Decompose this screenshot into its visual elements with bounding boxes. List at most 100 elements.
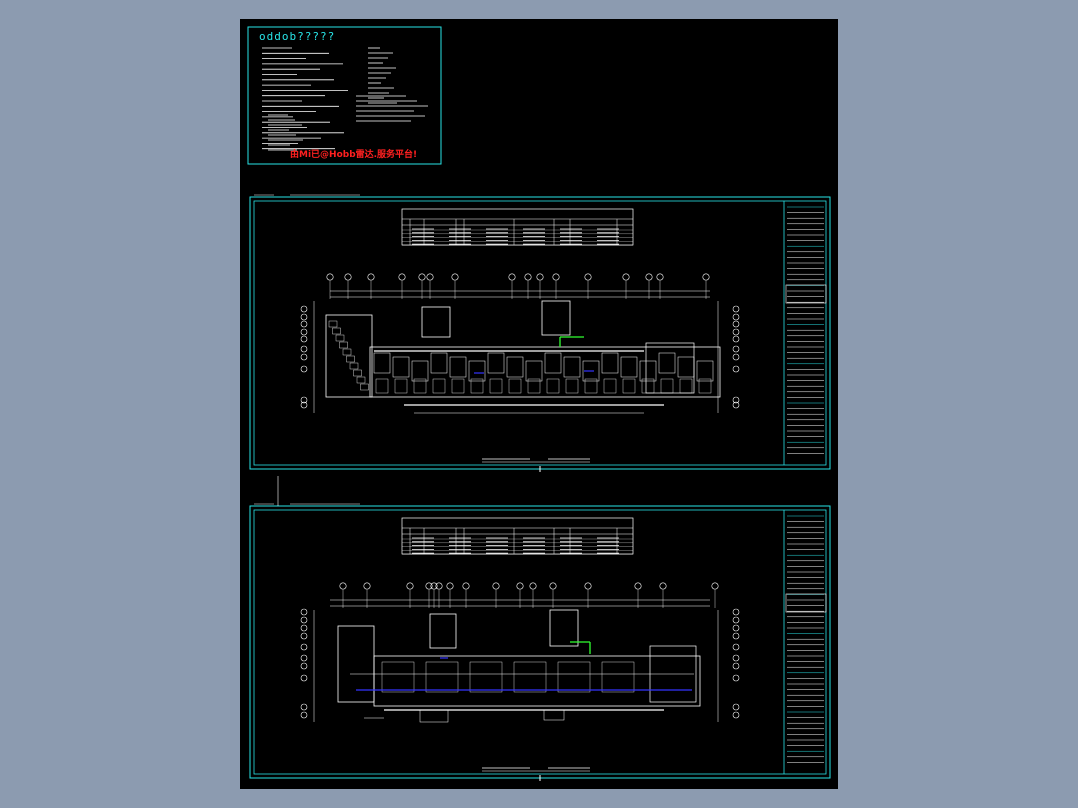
room <box>513 661 547 693</box>
fixture <box>335 334 345 342</box>
axis-bubble-top <box>645 273 653 281</box>
axis-bubble-right <box>732 711 740 719</box>
axis-bubble-left <box>300 703 308 711</box>
axis-bubble-left <box>300 662 308 670</box>
axis-bubble-top <box>656 273 664 281</box>
fixture <box>346 355 355 363</box>
axis-bubble-top <box>516 582 524 590</box>
sheet-outer-frame <box>249 196 831 470</box>
room <box>546 378 560 394</box>
plan-corridor-wall <box>369 346 721 398</box>
fixture <box>349 362 359 370</box>
axis-bubble-top <box>339 582 347 590</box>
room <box>373 352 391 374</box>
axis-bubble-left <box>300 313 308 321</box>
room <box>508 378 522 394</box>
axis-bubble-top <box>524 273 532 281</box>
room <box>660 378 674 394</box>
axis-bubble-top <box>659 582 667 590</box>
room <box>394 378 408 394</box>
axis-bubble-right <box>732 353 740 361</box>
room <box>470 378 484 394</box>
axis-bubble-left <box>300 654 308 662</box>
axis-bubble-right <box>732 662 740 670</box>
axis-bubble-top <box>552 273 560 281</box>
bay-window <box>419 709 449 723</box>
room <box>557 661 591 693</box>
axis-bubble-left <box>300 608 308 616</box>
room <box>469 661 503 693</box>
axis-bubble-left <box>300 401 308 409</box>
room <box>432 378 446 394</box>
axis-bubble-top <box>508 273 516 281</box>
sheet-outer-frame <box>249 505 831 779</box>
fixture <box>342 348 352 356</box>
axis-bubble-right <box>732 335 740 343</box>
axis-bubble-right <box>732 396 740 404</box>
axis-bubble-right <box>732 703 740 711</box>
axis-bubble-left <box>300 396 308 404</box>
fixture <box>360 383 369 391</box>
room <box>582 360 600 382</box>
room <box>584 378 598 394</box>
stair-core <box>541 300 571 336</box>
room <box>413 378 427 394</box>
fixture <box>353 369 362 377</box>
room <box>620 356 638 378</box>
axis-bubble-top <box>529 582 537 590</box>
axis-bubble-left <box>300 632 308 640</box>
axis-bubble-top <box>425 582 433 590</box>
room <box>506 356 524 378</box>
room <box>381 661 415 693</box>
room <box>489 378 503 394</box>
axis-bubble-right <box>732 674 740 682</box>
room <box>487 352 505 374</box>
axis-bubble-right <box>732 313 740 321</box>
axis-bubble-top <box>711 582 719 590</box>
axis-bubble-top <box>622 273 630 281</box>
bay-window <box>543 709 565 721</box>
axis-bubble-top <box>702 273 710 281</box>
plan-corridor-wall <box>373 655 701 707</box>
axis-bubble-top <box>426 273 434 281</box>
room <box>679 378 693 394</box>
axis-bubble-top <box>549 582 557 590</box>
stair-core <box>429 613 457 649</box>
axis-bubble-top <box>451 273 459 281</box>
room <box>698 378 712 394</box>
drawing-canvas[interactable] <box>240 19 838 789</box>
axis-bubble-right <box>732 608 740 616</box>
notes-frame <box>247 26 442 165</box>
axis-bubble-right <box>732 305 740 313</box>
axis-bubble-right <box>732 654 740 662</box>
axis-bubble-left <box>300 345 308 353</box>
room <box>449 356 467 378</box>
axis-bubble-top <box>418 273 426 281</box>
axis-bubble-top <box>398 273 406 281</box>
axis-bubble-top <box>634 582 642 590</box>
fixture <box>356 376 366 384</box>
axis-bubble-right <box>732 328 740 336</box>
axis-bubble-top <box>584 273 592 281</box>
axis-bubble-right <box>732 401 740 409</box>
axis-bubble-left <box>300 674 308 682</box>
equipment-table <box>401 208 634 246</box>
axis-bubble-left <box>300 335 308 343</box>
room <box>411 360 429 382</box>
room <box>544 352 562 374</box>
axis-bubble-left <box>300 305 308 313</box>
axis-bubble-top <box>462 582 470 590</box>
room <box>375 378 389 394</box>
fixture <box>332 327 341 335</box>
room <box>622 378 636 394</box>
room <box>601 352 619 374</box>
cad-drawing[interactable] <box>240 19 838 789</box>
axis-bubble-top <box>584 582 592 590</box>
room <box>425 661 459 693</box>
end-unit-wall <box>645 342 695 394</box>
room <box>451 378 465 394</box>
plan-unit-wall <box>325 314 373 398</box>
room <box>525 360 543 382</box>
fixture <box>328 320 338 328</box>
axis-bubble-right <box>732 643 740 651</box>
